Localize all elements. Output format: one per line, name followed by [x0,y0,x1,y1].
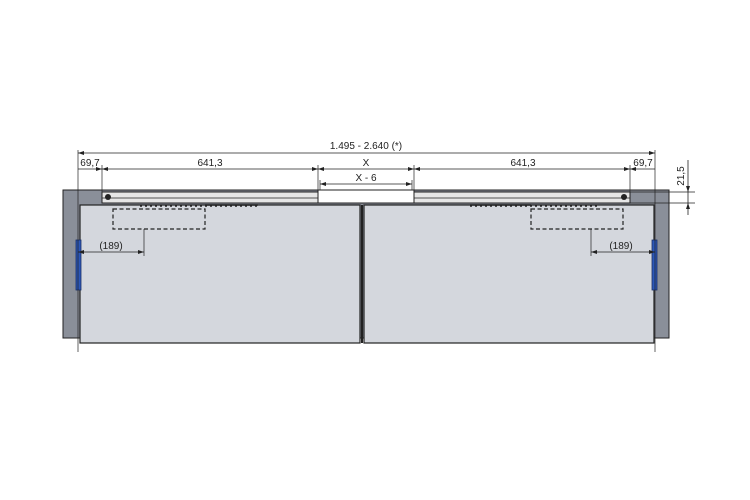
right-rail-end-cap [621,194,627,200]
left-closer-arrow-b [138,250,144,254]
right-door-closer [530,208,624,230]
height-arrow-top [686,186,690,192]
arrow-c [312,167,318,171]
arrow-a [96,167,102,171]
right-door-panel [363,204,655,344]
arrow-g [624,167,630,171]
center-inner-label: X - 6 [355,173,377,184]
left-rail-end-cap [105,194,111,200]
right-span-label: 641,3 [510,158,535,169]
height-offset-label: 21,5 [676,166,687,186]
right-closer-offset-label: (189) [609,241,632,252]
inner-arrow-left [320,182,326,186]
overall-arrow-left [78,151,84,155]
left-door-panel [79,204,361,344]
arrow-f [414,167,420,171]
left-door-closer [112,208,206,230]
left-hinge [75,239,82,291]
left-closer-arrow-a [78,250,84,254]
arrow-e [408,167,414,171]
right-hinge [651,239,658,291]
right-offset-label: 69,7 [633,158,653,169]
right-closer-arrow-a [591,250,597,254]
left-closer-offset-label: (189) [99,241,122,252]
left-span-label: 641,3 [197,158,222,169]
right-closer-arrow-b [649,250,655,254]
arrow-h [630,167,636,171]
center-label: X [363,158,370,169]
overall-dimension-label: 1.495 - 2.640 (*) [330,141,402,152]
height-arrow-bottom [686,203,690,209]
arrow-b [102,167,108,171]
overall-arrow-right [649,151,655,155]
left-offset-label: 69,7 [80,158,100,169]
center-mount-block [317,189,415,204]
arrow-d [318,167,324,171]
inner-arrow-right [406,182,412,186]
